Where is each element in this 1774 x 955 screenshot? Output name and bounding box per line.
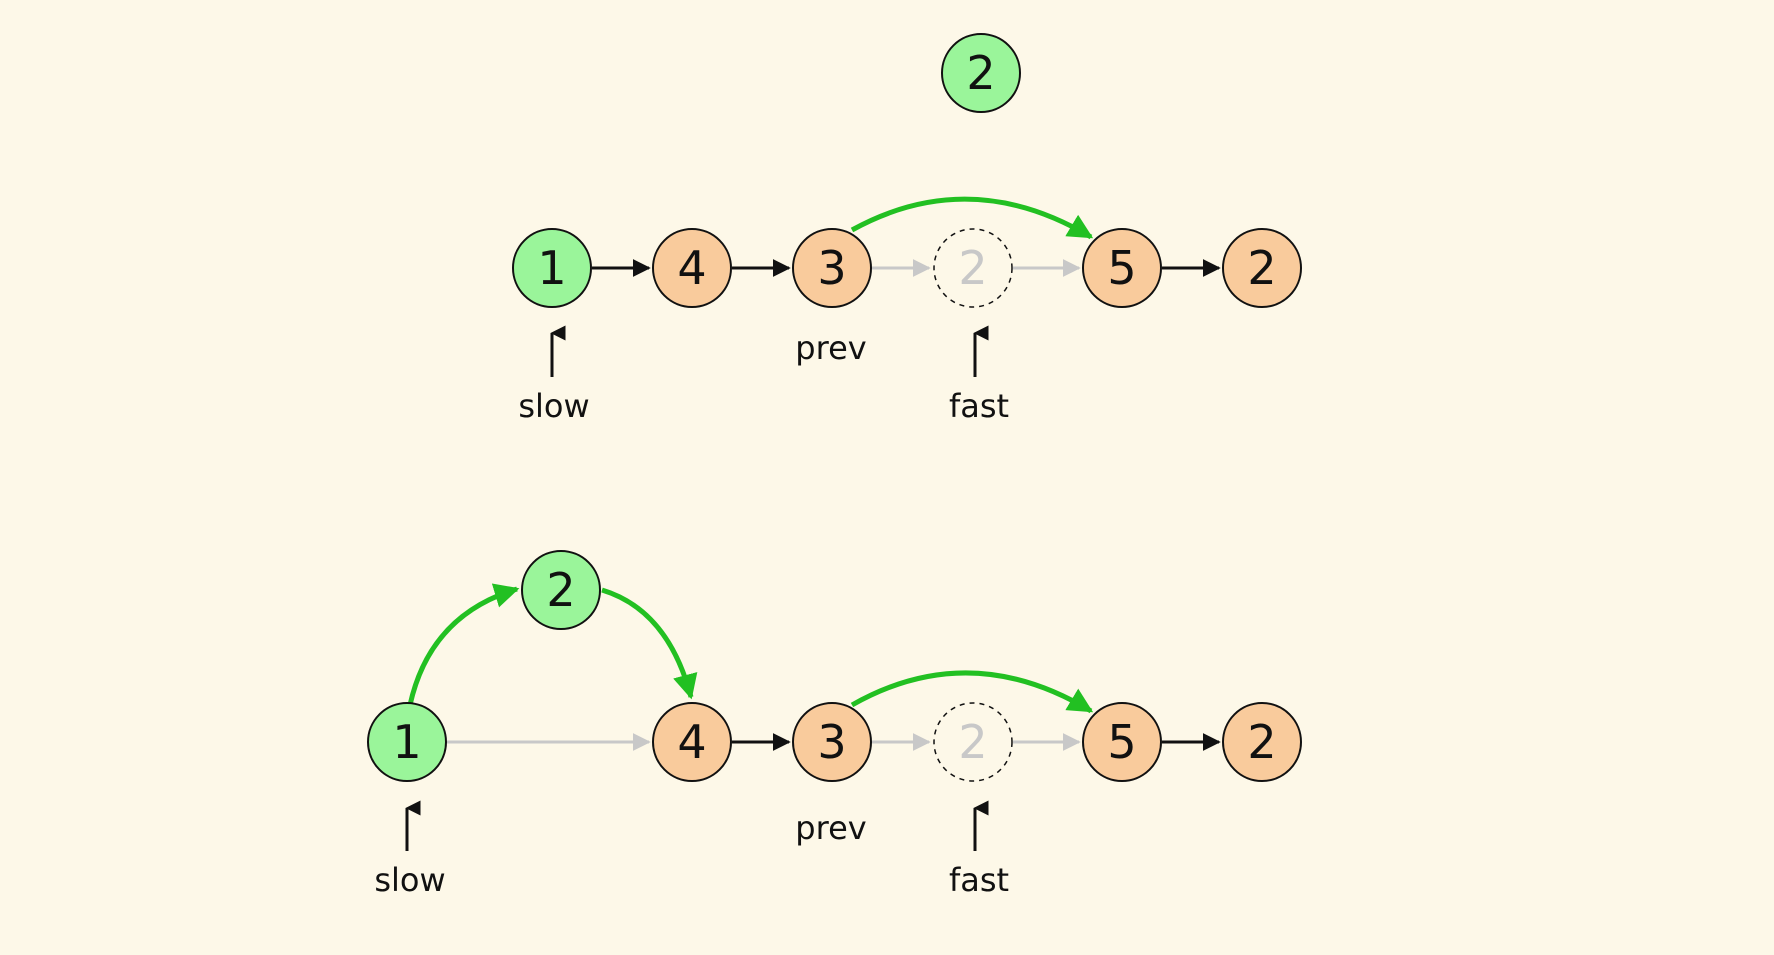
top-node-3: 3 [792,228,872,308]
node-value: 2 [958,715,987,769]
bottom-prev-label: prev [795,809,866,847]
node-value: 4 [677,241,706,295]
node-value: 1 [537,241,566,295]
bottom-node-1: 1 [367,702,447,782]
node-value: 3 [817,715,846,769]
bottom-node-6: 2 [1222,702,1302,782]
top-node-2: 4 [652,228,732,308]
top-node-removed: 2 [933,228,1013,308]
bottom-node-5: 5 [1082,702,1162,782]
node-value: 5 [1107,715,1136,769]
node-value: 4 [677,715,706,769]
top-prev-label: prev [795,329,866,367]
bottom-slow-label: slow [374,861,445,899]
node-value: 2 [1247,241,1276,295]
node-value: 5 [1107,241,1136,295]
node-value: 1 [392,715,421,769]
top-bypass-arrow [850,196,1094,240]
node-value: 3 [817,241,846,295]
top-fast-label: fast [949,387,1009,425]
bottom-insert-arrow-in [407,583,520,706]
bottom-fast-label: fast [949,861,1009,899]
bottom-node-3: 3 [792,702,872,782]
bottom-node-removed: 2 [933,702,1013,782]
detached-node: 2 [941,33,1021,113]
bottom-list: 2 1 4 3 2 5 2 slow prev [367,550,1302,899]
bottom-insert-arrow-out [601,587,698,700]
bottom-node-2: 4 [652,702,732,782]
top-list: 1 4 3 2 5 2 slow prev fast [512,196,1302,425]
top-slow-label: slow [518,387,589,425]
node-value: 2 [958,241,987,295]
node-value: 2 [1247,715,1276,769]
detached-node-value: 2 [966,46,995,100]
node-value: 2 [546,563,575,617]
bottom-inserted-node: 2 [521,550,601,630]
top-node-6: 2 [1222,228,1302,308]
bottom-bypass-arrow [850,670,1094,714]
top-node-5: 5 [1082,228,1162,308]
top-node-1: 1 [512,228,592,308]
